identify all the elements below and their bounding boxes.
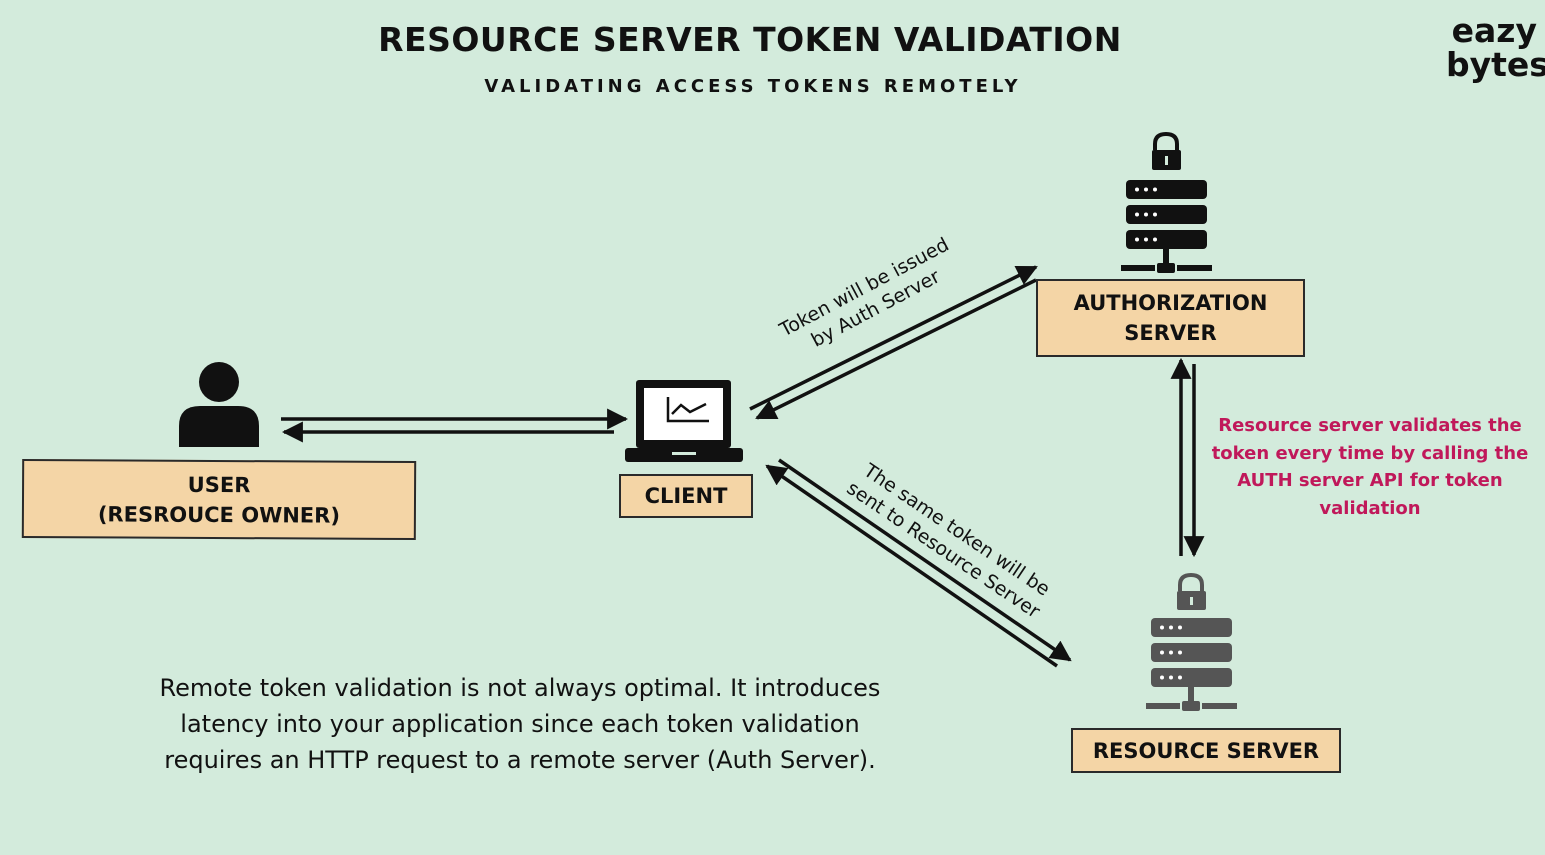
validation-note: Resource server validates the token ever… (1200, 412, 1540, 522)
resource-server-box: RESOURCE SERVER (1071, 728, 1341, 773)
validation-note-line-1: Resource server validates the (1218, 415, 1522, 436)
auth-server-label-line-1: AUTHORIZATION (1073, 291, 1268, 315)
user-label-line-2: (RESROUCE OWNER) (97, 501, 341, 528)
auth-server-label-line-2: SERVER (1124, 321, 1217, 345)
logo-line-1: eazy (1451, 11, 1537, 50)
arrow-client-to-auth (749, 265, 1038, 411)
validation-note-line-2: token every time by calling the (1211, 442, 1529, 464)
client-label: CLIENT (644, 484, 728, 508)
client-box: CLIENT (619, 474, 753, 518)
user-box: USER (RESROUCE OWNER) (21, 458, 417, 541)
laptop-chart-icon (625, 380, 743, 462)
resource-server-lock-icon (1177, 572, 1206, 610)
footer-line-3: requires an HTTP request to a remote ser… (164, 746, 876, 774)
resource-server-label: RESOURCE SERVER (1092, 738, 1320, 763)
user-label-line-1: USER (187, 472, 251, 497)
validation-note-line-3: AUTH server API for token (1237, 470, 1503, 491)
brand-logo: eazy bytes (1446, 14, 1545, 82)
user-icon (179, 362, 259, 447)
page-subtitle: VALIDATING ACCESS TOKENS REMOTELY (484, 76, 1022, 97)
logo-line-2: bytes (1446, 45, 1545, 84)
auth-server-box: AUTHORIZATION SERVER (1036, 279, 1305, 357)
page-title: RESOURCE SERVER TOKEN VALIDATION (378, 20, 1122, 59)
arrow-resource-to-client (765, 464, 1058, 668)
auth-server-lock-icon (1152, 131, 1181, 170)
resource-server-rack-icon (1146, 618, 1237, 711)
validation-note-line-4: validation (1319, 497, 1421, 519)
arrow-client-to-resource (778, 458, 1072, 662)
footer-paragraph: Remote token validation is not always op… (110, 670, 930, 778)
auth-server-rack-icon (1121, 180, 1212, 273)
footer-line-2: latency into your application since each… (180, 710, 860, 738)
arrow-auth-to-client (755, 278, 1037, 420)
footer-line-1: Remote token validation is not always op… (159, 674, 881, 702)
